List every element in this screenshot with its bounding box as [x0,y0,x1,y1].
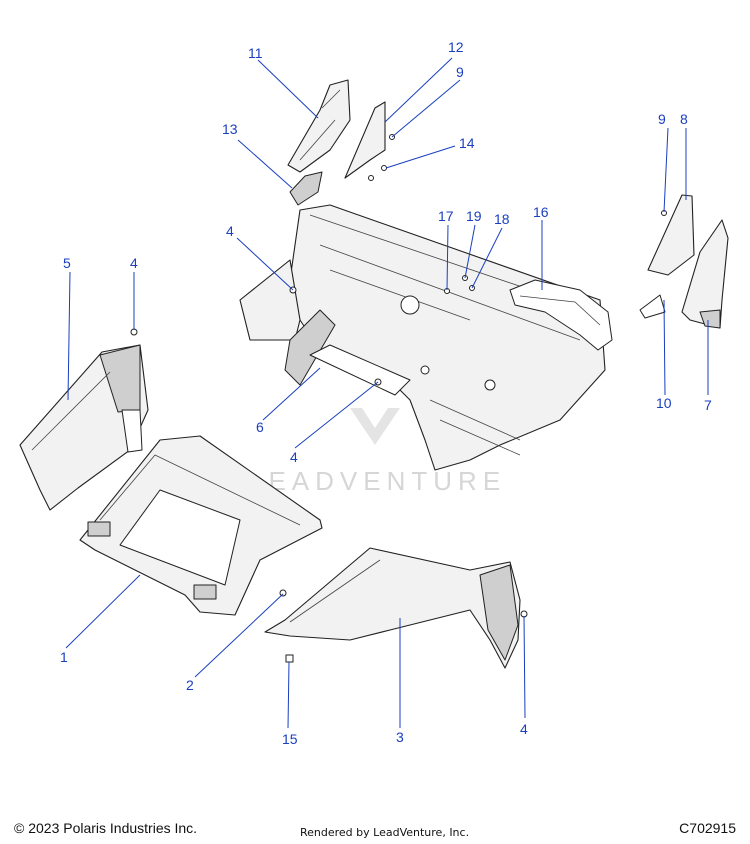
diagram-id-text: C702915 [679,820,736,836]
callout-16: 16 [533,204,549,220]
part-8-bracket [647,194,695,276]
callout-9-upper: 9 [456,64,464,80]
callouts: 11 12 9 13 14 9 8 4 17 19 18 16 5 4 10 7… [60,39,712,747]
rendered-by-text: Rendered by LeadVenture, Inc. [300,826,470,839]
callout-18: 18 [494,211,510,227]
callout-7: 7 [704,397,712,413]
callout-3: 3 [396,729,404,745]
leader-lines [65,57,709,729]
callout-19: 19 [466,208,482,224]
part-7-panel [681,219,729,329]
callout-5: 5 [63,255,71,271]
callout-13: 13 [222,121,238,137]
part-12-bracket [344,101,386,179]
callout-4-dash: 4 [226,223,234,239]
callout-11: 11 [248,45,263,61]
watermark-text: LEADVENTURE [248,466,506,496]
part-11-bracket [287,79,351,173]
part-13-clip [289,171,323,206]
callout-1: 1 [60,649,68,665]
callout-14: 14 [459,135,475,151]
copyright-text: © 2023 Polaris Industries Inc. [14,820,198,836]
callout-17: 17 [438,208,454,224]
part-1-hood [79,435,323,616]
part-14-fastener [381,165,387,171]
part-14-fastener-b [368,175,374,181]
callout-4-center: 4 [290,449,298,465]
part-5-side-panel [19,344,149,511]
callout-12: 12 [448,39,464,55]
callout-4-right: 4 [520,721,528,737]
callout-6: 6 [256,419,264,435]
callout-10: 10 [656,395,672,411]
part-10-clip [639,294,666,319]
part-16-handle [509,279,613,351]
callout-15: 15 [282,731,298,747]
dash-assembly [239,204,606,471]
part-3-side-panel [264,547,521,669]
callout-4-left: 4 [130,255,138,271]
watermark: LEADVENTURE [248,408,506,496]
callout-9-right: 9 [658,111,666,127]
callout-8: 8 [680,111,688,127]
callout-2: 2 [186,677,194,693]
